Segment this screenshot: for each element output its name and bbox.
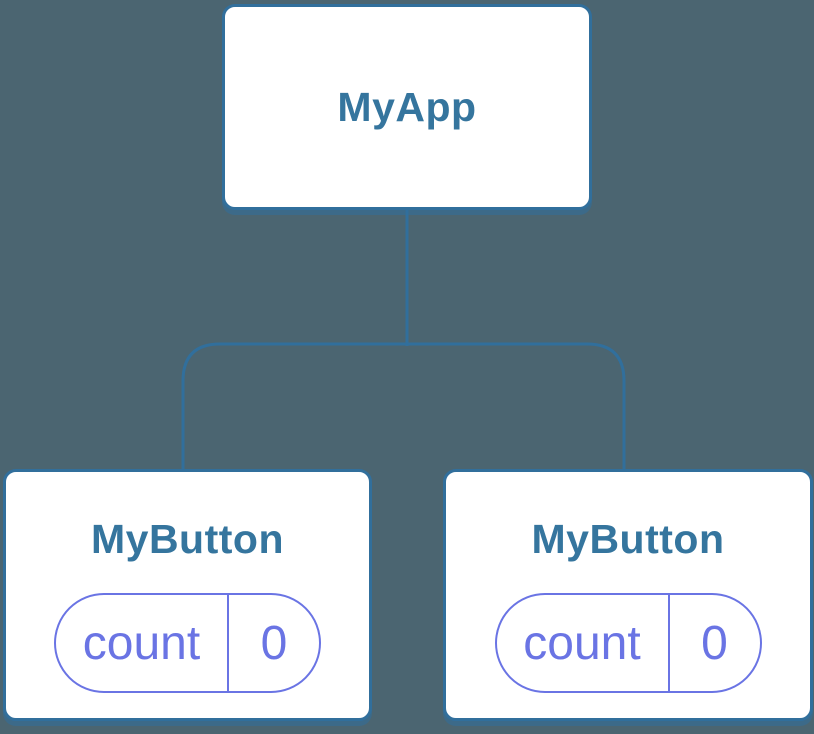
state-value: 0 (701, 616, 728, 670)
state-name: count (56, 595, 229, 691)
state-name: count (497, 595, 670, 691)
state-pill: count 0 (494, 593, 762, 693)
component-node-mybutton-left: MyButton count 0 (3, 469, 372, 721)
connector-branch-bracket (181, 342, 626, 470)
component-label: MyApp (337, 83, 477, 130)
component-label: MyButton (531, 515, 725, 562)
state-value: 0 (260, 616, 288, 670)
state-pill: count 0 (54, 593, 321, 693)
component-node-myapp: MyApp (222, 4, 592, 210)
component-node-mybutton-right: MyButton count 0 (443, 469, 813, 721)
component-label: MyButton (90, 515, 284, 562)
